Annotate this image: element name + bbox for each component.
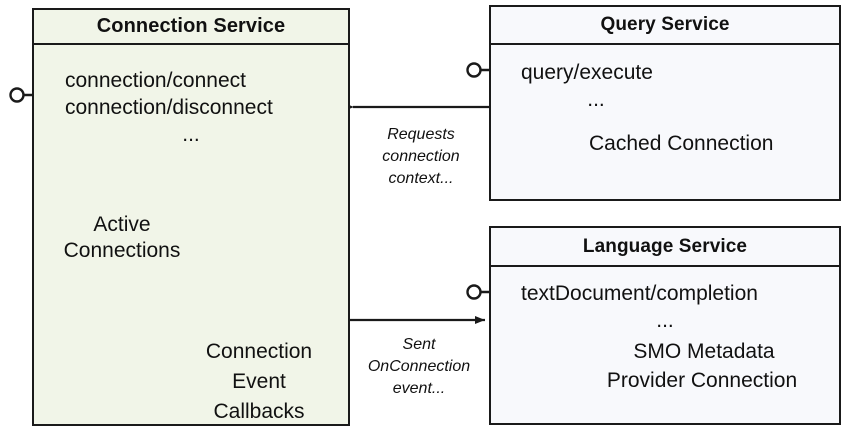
cached-connection-label: Cached Connection: [589, 132, 774, 155]
connection-event-callbacks-line2: Event: [232, 370, 286, 393]
edge-label-sent-line1: Sent: [402, 336, 436, 353]
operation-textdocument-completion[interactable]: textDocument/completion: [521, 282, 758, 305]
component-query-service[interactable]: Query Service query/execute ... Cached C…: [489, 5, 841, 201]
query-service-title: Query Service: [491, 7, 839, 45]
language-service-body: textDocument/completion ... SMO Metadata…: [491, 267, 839, 423]
smo-metadata-label-line1: SMO Metadata: [633, 340, 775, 363]
edge-label-sent-line2: OnConnection: [367, 358, 471, 375]
language-service-ellipsis: ...: [656, 309, 674, 332]
edge-label-requests-line1: Requests: [387, 126, 455, 143]
operation-connection-disconnect[interactable]: connection/disconnect: [65, 96, 273, 119]
connection-event-callbacks-line3: Callbacks: [213, 400, 305, 423]
component-connection-service[interactable]: Connection Service connection/connect co…: [32, 8, 350, 426]
edge-label-requests-line3: context...: [388, 170, 454, 187]
query-service-ellipsis: ...: [587, 88, 605, 111]
operation-connection-connect[interactable]: connection/connect: [65, 69, 246, 92]
connection-service-ellipsis: ...: [182, 123, 200, 146]
edge-label-requests-line2: connection: [382, 148, 460, 165]
connection-service-body: connection/connect connection/disconnect…: [34, 45, 348, 424]
component-language-service[interactable]: Language Service textDocument/completion…: [489, 226, 841, 425]
operation-query-execute[interactable]: query/execute: [521, 61, 653, 84]
active-connections-label-line2: Connections: [63, 239, 181, 262]
connection-service-title: Connection Service: [34, 10, 348, 45]
active-connections-label-line1: Active: [93, 213, 151, 236]
query-service-body: query/execute ... Cached Connection: [491, 45, 839, 199]
edge-label-sent-line3: event...: [392, 380, 446, 397]
language-service-title: Language Service: [491, 228, 839, 267]
smo-metadata-label-line2: Provider Connection: [606, 369, 798, 392]
connection-event-callbacks-line1: Connection: [205, 340, 313, 363]
